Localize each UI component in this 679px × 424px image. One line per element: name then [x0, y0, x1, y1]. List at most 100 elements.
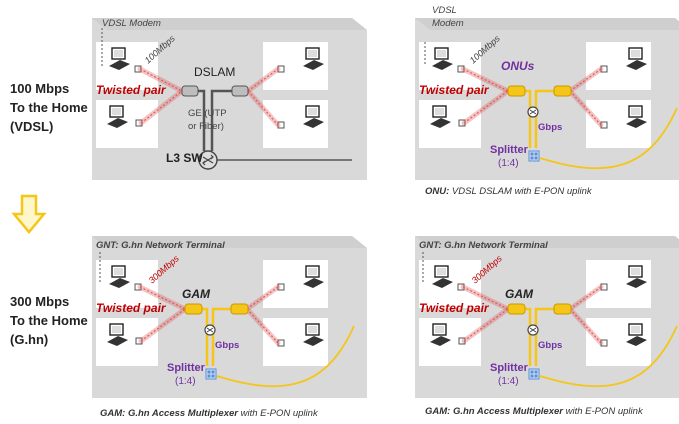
modem-icon — [135, 119, 143, 127]
computer-display — [112, 326, 121, 333]
twisted-pair-line — [567, 88, 604, 128]
splitter-box — [205, 368, 217, 380]
fiber-cable — [539, 325, 678, 388]
modem-label: GNT: G.hn Network Terminal — [96, 240, 225, 251]
twisted-pair-line — [463, 308, 509, 342]
computer-icon — [107, 323, 128, 346]
modem-label: Modem — [432, 18, 464, 29]
caption-gam-right: GAM: G.hn Access Multiplexer with E-PON … — [425, 406, 644, 417]
dslam-label: DSLAM — [194, 65, 235, 79]
fiber-cable — [534, 307, 554, 366]
modem-icon — [600, 283, 608, 291]
computer-icon — [626, 323, 647, 346]
dslam-icon — [181, 85, 199, 97]
switch-icon — [204, 324, 216, 336]
computer-display — [308, 268, 317, 275]
computer-keyboard — [109, 60, 130, 70]
twisted-pair-label: Twisted pair — [96, 83, 167, 97]
computer-display — [308, 108, 317, 115]
splitter-cell — [211, 374, 215, 378]
splitter-cell — [211, 370, 215, 374]
building-roof — [415, 236, 679, 248]
fiber-cable — [211, 307, 231, 366]
splitter-ratio: (1:4) — [498, 376, 519, 387]
computer-icon — [303, 265, 324, 288]
splitter-cell — [534, 374, 538, 378]
caption-gam-left: GAM: G.hn Access Multiplexer with E-PON … — [100, 408, 319, 419]
splitter-cell — [530, 374, 534, 378]
splitter-label: Splitter — [167, 362, 206, 374]
computer-display — [308, 50, 317, 57]
switch-arrows — [529, 109, 537, 115]
computer-display — [435, 326, 444, 333]
twisted-pair-line — [245, 66, 281, 94]
computer-icon — [430, 105, 451, 128]
twisted-pair-line — [567, 284, 604, 312]
onu-icon — [230, 303, 249, 315]
computer-display — [308, 326, 317, 333]
computer-icon — [109, 265, 130, 288]
ge-label: GE (UTP — [188, 108, 227, 119]
ge-label: or Fiber) — [188, 121, 224, 132]
node-label: GAM — [182, 287, 211, 301]
fiber-cable — [539, 107, 678, 170]
computer-icon — [626, 265, 647, 288]
switch-arrows — [529, 327, 537, 333]
left-label-line: (G.hn) — [10, 332, 48, 347]
modem-label: VDSL Modem — [102, 18, 161, 29]
computer-keyboard — [303, 336, 324, 346]
splitter-cell — [534, 156, 538, 160]
computer-keyboard — [107, 118, 128, 128]
computer-icon — [626, 105, 647, 128]
uplink-cable — [210, 89, 232, 151]
switch-arrows — [202, 154, 214, 166]
splitter-label: Splitter — [490, 144, 529, 156]
splitter-icon — [205, 368, 217, 380]
onu-icon — [184, 303, 203, 315]
gbps-label: Gbps — [538, 340, 562, 351]
splitter-cell — [207, 374, 211, 378]
building-roof — [92, 236, 367, 248]
computer-icon — [303, 323, 324, 346]
computer-display — [631, 108, 640, 115]
twisted-pair-label: Twisted pair — [419, 301, 490, 315]
computer-keyboard — [626, 60, 647, 70]
dslam-icon — [231, 85, 249, 97]
room — [419, 42, 481, 90]
computer-keyboard — [303, 278, 324, 288]
computer-icon — [303, 105, 324, 128]
computer-keyboard — [109, 278, 130, 288]
building-roof — [415, 18, 679, 30]
twisted-pair-line — [140, 308, 186, 342]
splitter-cell — [530, 152, 534, 156]
splitter-cell — [207, 370, 211, 374]
computer-keyboard — [626, 336, 647, 346]
twisted-pair-line — [140, 90, 183, 124]
computer-display — [437, 50, 446, 57]
twisted-pair-label: Twisted pair — [419, 83, 490, 97]
computer-icon — [303, 47, 324, 70]
twisted-pair-line — [244, 306, 281, 346]
computer-keyboard — [303, 118, 324, 128]
twisted-pair-line — [462, 286, 509, 310]
computer-display — [631, 268, 640, 275]
building-roof — [92, 18, 367, 30]
computer-keyboard — [107, 336, 128, 346]
room — [96, 42, 158, 90]
computer-icon — [626, 47, 647, 70]
onu-icon — [507, 303, 526, 315]
twisted-pair-line — [567, 306, 604, 346]
computer-keyboard — [430, 336, 451, 346]
room — [96, 260, 158, 308]
computer-keyboard — [432, 278, 453, 288]
room — [96, 100, 158, 148]
computer-display — [114, 50, 123, 57]
computer-keyboard — [430, 118, 451, 128]
computer-display — [112, 108, 121, 115]
modem-icon — [277, 339, 285, 347]
onu-icon — [553, 303, 572, 315]
computer-keyboard — [626, 118, 647, 128]
computer-display — [437, 268, 446, 275]
